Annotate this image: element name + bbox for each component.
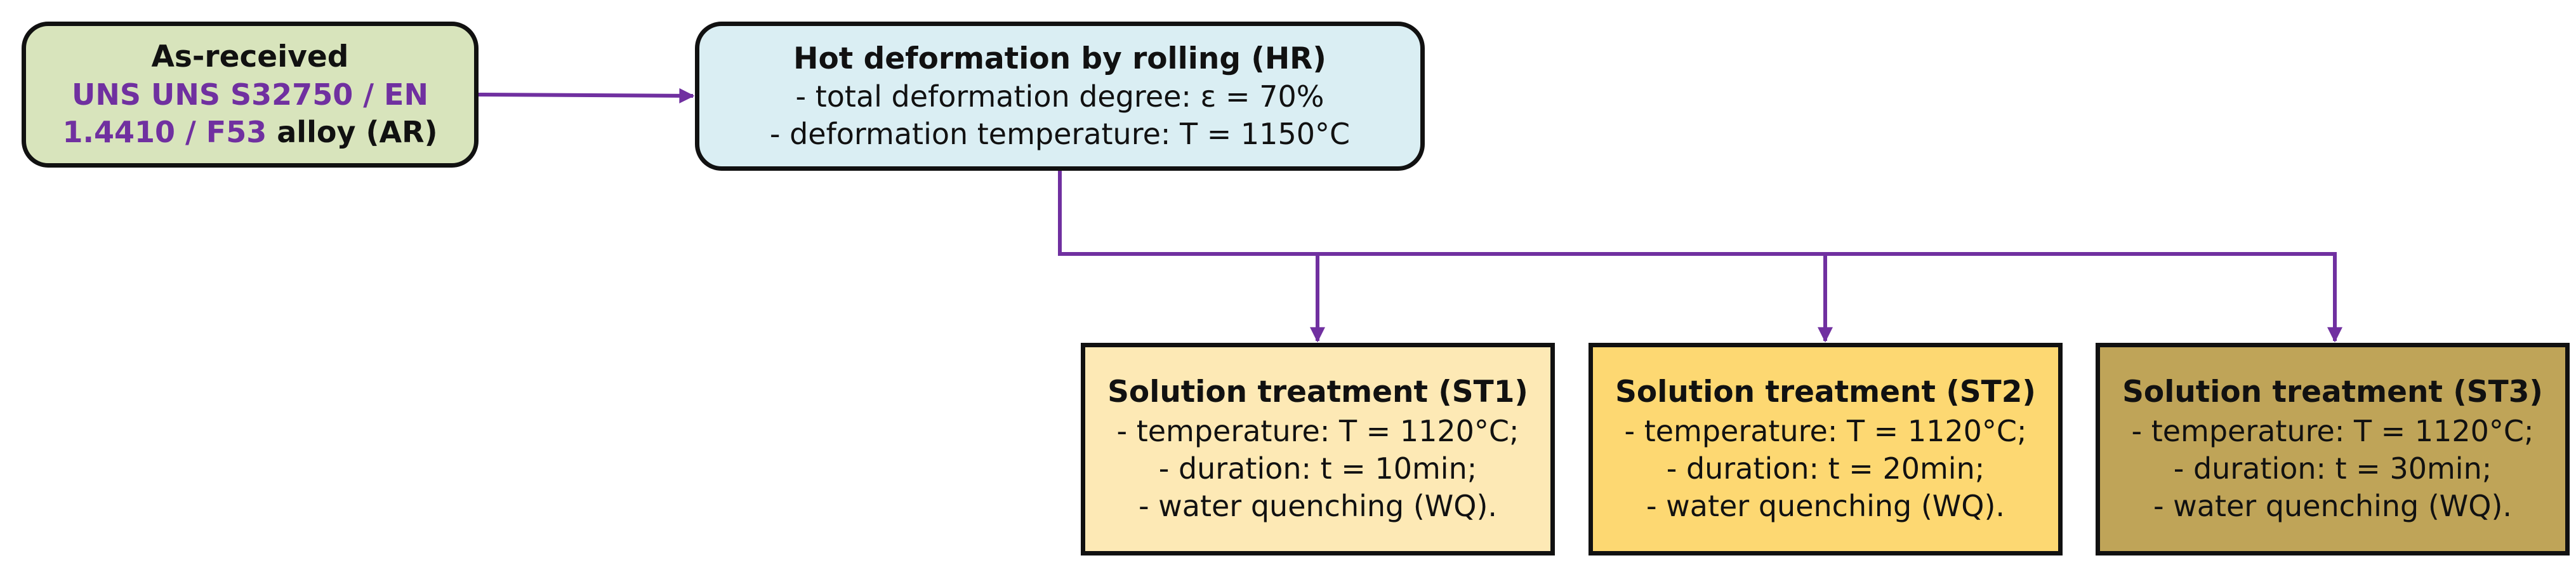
alloy-designation-line1: UNS UNS S32750 / EN [72, 77, 428, 112]
hot-rolling-temperature: - deformation temperature: T = 1150°C [769, 116, 1351, 151]
solution-treatment-st1-box: Solution treatment (ST1) - temperature: … [1081, 343, 1555, 555]
st3-title: Solution treatment (ST3) [2122, 375, 2543, 410]
st1-duration: - duration: t = 10min; [1158, 451, 1477, 486]
solution-treatment-st2-box: Solution treatment (ST2) - temperature: … [1589, 343, 2063, 555]
st2-title: Solution treatment (ST2) [1615, 375, 2036, 410]
st3-quenching: - water quenching (WQ). [2153, 489, 2513, 524]
as-received-title: As-received [151, 39, 349, 75]
st3-duration: - duration: t = 30min; [2173, 451, 2492, 486]
st3-temperature: - temperature: T = 1120°C; [2131, 414, 2534, 449]
st1-temperature: - temperature: T = 1120°C; [1116, 414, 1519, 449]
hot-rolling-deformation-degree: - total deformation degree: ε = 70% [795, 79, 1324, 114]
st1-title: Solution treatment (ST1) [1107, 375, 1528, 410]
st2-quenching: - water quenching (WQ). [1646, 489, 2005, 524]
arrow-ar-to-hr [478, 88, 695, 103]
hot-rolling-title: Hot deformation by rolling (HR) [793, 41, 1326, 76]
alloy-designation-line2-colored: 1.4410 / F53 [62, 115, 267, 150]
solution-treatment-st3-box: Solution treatment (ST3) - temperature: … [2096, 343, 2570, 555]
st1-quenching: - water quenching (WQ). [1138, 489, 1498, 524]
as-received-box: As-received UNS UNS S32750 / EN 1.4410 /… [22, 22, 479, 168]
st2-duration: - duration: t = 20min; [1666, 451, 1985, 486]
st2-temperature: - temperature: T = 1120°C; [1624, 414, 2027, 449]
hot-rolling-box: Hot deformation by rolling (HR) - total … [695, 22, 1425, 171]
alloy-designation-line2: 1.4410 / F53 alloy (AR) [62, 114, 437, 151]
alloy-designation-line2-suffix: alloy (AR) [267, 115, 438, 150]
